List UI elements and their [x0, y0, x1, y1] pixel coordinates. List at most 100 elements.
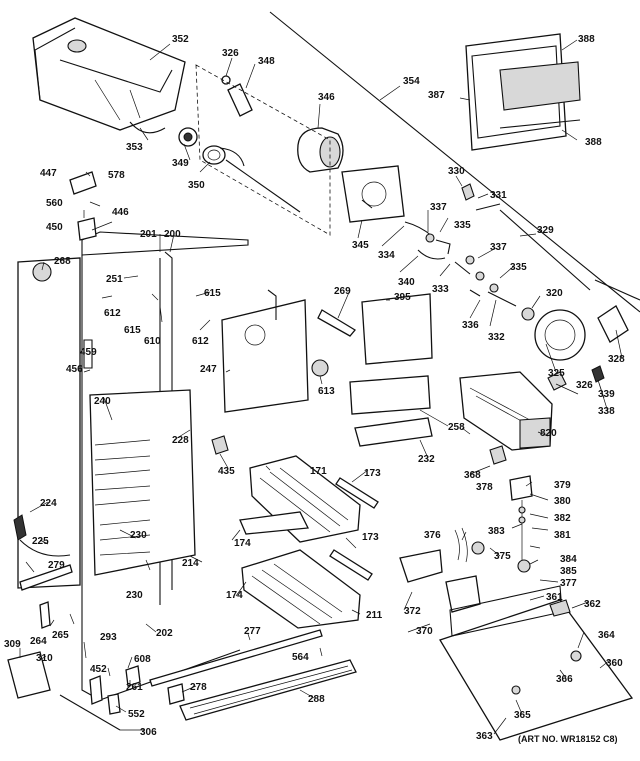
- label-365: 365: [514, 710, 531, 721]
- label-456: 456: [66, 364, 83, 375]
- label-258: 258: [448, 422, 465, 433]
- valve-bracket-360: [399, 549, 634, 741]
- label-820: 820: [540, 428, 557, 439]
- label-211: 211: [366, 610, 383, 621]
- label-612-left: 612: [104, 308, 121, 319]
- label-202: 202: [156, 628, 173, 639]
- label-452: 452: [90, 664, 107, 675]
- label-608: 608: [134, 654, 151, 665]
- label-335-mid: 335: [510, 262, 527, 273]
- label-326: 326: [222, 48, 239, 59]
- label-337-top: 337: [430, 202, 447, 213]
- label-450: 450: [46, 222, 63, 233]
- label-200: 200: [164, 229, 181, 240]
- label-352: 352: [172, 34, 189, 45]
- label-353: 353: [126, 142, 143, 153]
- label-382: 382: [554, 513, 571, 524]
- label-387: 387: [428, 90, 445, 101]
- label-332: 332: [488, 332, 505, 343]
- label-331: 331: [490, 190, 507, 201]
- label-364: 364: [598, 630, 615, 641]
- label-293: 293: [100, 632, 117, 643]
- label-278: 278: [190, 682, 207, 693]
- art-number-caption: (ART NO. WR18152 C8): [518, 734, 618, 744]
- label-612-right: 612: [192, 336, 209, 347]
- label-329: 329: [537, 225, 554, 236]
- label-225: 225: [32, 536, 49, 547]
- label-385: 385: [560, 566, 577, 577]
- label-379: 379: [554, 480, 571, 491]
- label-610: 610: [144, 336, 161, 347]
- label-171: 171: [310, 466, 327, 477]
- label-384: 384: [560, 554, 577, 565]
- label-333: 333: [432, 284, 449, 295]
- label-368: 368: [464, 470, 481, 481]
- freezer-baskets: [239, 455, 379, 629]
- label-214: 214: [182, 558, 199, 569]
- label-447: 447: [40, 168, 57, 179]
- label-265: 265: [52, 630, 69, 641]
- label-230-upper: 230: [130, 530, 147, 541]
- label-228: 228: [172, 435, 189, 446]
- label-230-lower: 230: [126, 590, 143, 601]
- label-362: 362: [584, 599, 601, 610]
- label-201: 201: [140, 229, 157, 240]
- label-349: 349: [172, 158, 189, 169]
- label-340: 340: [398, 277, 415, 288]
- label-361: 361: [546, 592, 563, 603]
- label-326-lower: 326: [576, 380, 593, 391]
- label-224: 224: [40, 498, 57, 509]
- label-328: 328: [608, 354, 625, 365]
- label-370: 370: [416, 626, 433, 637]
- freezer-cabinet-liner: [81, 231, 249, 701]
- label-613: 613: [318, 386, 335, 397]
- label-615-left: 615: [124, 325, 141, 336]
- label-330: 330: [448, 166, 465, 177]
- label-378: 378: [476, 482, 493, 493]
- leader-lines: [19, 39, 623, 735]
- label-336: 336: [462, 320, 479, 331]
- left-components: [7, 171, 185, 731]
- label-232: 232: [418, 454, 435, 465]
- auger-assembly: [178, 64, 344, 236]
- label-346: 346: [318, 92, 335, 103]
- mounting-plate-345: [341, 165, 405, 223]
- label-251: 251: [106, 274, 123, 285]
- label-277: 277: [244, 626, 261, 637]
- water-valve-parts: [454, 445, 533, 573]
- label-264: 264: [30, 636, 47, 647]
- label-335-top: 335: [454, 220, 471, 231]
- label-310: 310: [36, 653, 53, 664]
- dispenser-linkage: [404, 183, 591, 307]
- label-380: 380: [554, 496, 571, 507]
- label-337-mid: 337: [490, 242, 507, 253]
- label-372: 372: [404, 606, 421, 617]
- label-366: 366: [556, 674, 573, 685]
- label-268: 268: [54, 256, 71, 267]
- toe-grille-288: [149, 629, 357, 721]
- label-375: 375: [494, 551, 511, 562]
- label-334: 334: [378, 250, 395, 261]
- evaporator-cover-247: [221, 289, 309, 413]
- dispenser-cover-387: [465, 33, 581, 151]
- label-279: 279: [48, 560, 65, 571]
- label-174-upper: 174: [234, 538, 251, 549]
- part-number-labels: 352 326 348 346 354 387 388 388 353 349 …: [4, 34, 625, 744]
- label-552: 552: [128, 709, 145, 720]
- label-269: 269: [334, 286, 351, 297]
- ice-maker-820: [459, 371, 553, 451]
- label-395: 395: [394, 292, 411, 303]
- label-360: 360: [606, 658, 623, 669]
- label-345: 345: [352, 240, 369, 251]
- label-560: 560: [46, 198, 63, 209]
- label-306: 306: [140, 727, 157, 738]
- label-578: 578: [108, 170, 125, 181]
- label-247: 247: [200, 364, 217, 375]
- label-435: 435: [218, 466, 235, 477]
- label-339: 339: [598, 389, 615, 400]
- label-320: 320: [546, 288, 563, 299]
- label-376: 376: [424, 530, 441, 541]
- label-459: 459: [80, 347, 97, 358]
- label-615-right: 615: [204, 288, 221, 299]
